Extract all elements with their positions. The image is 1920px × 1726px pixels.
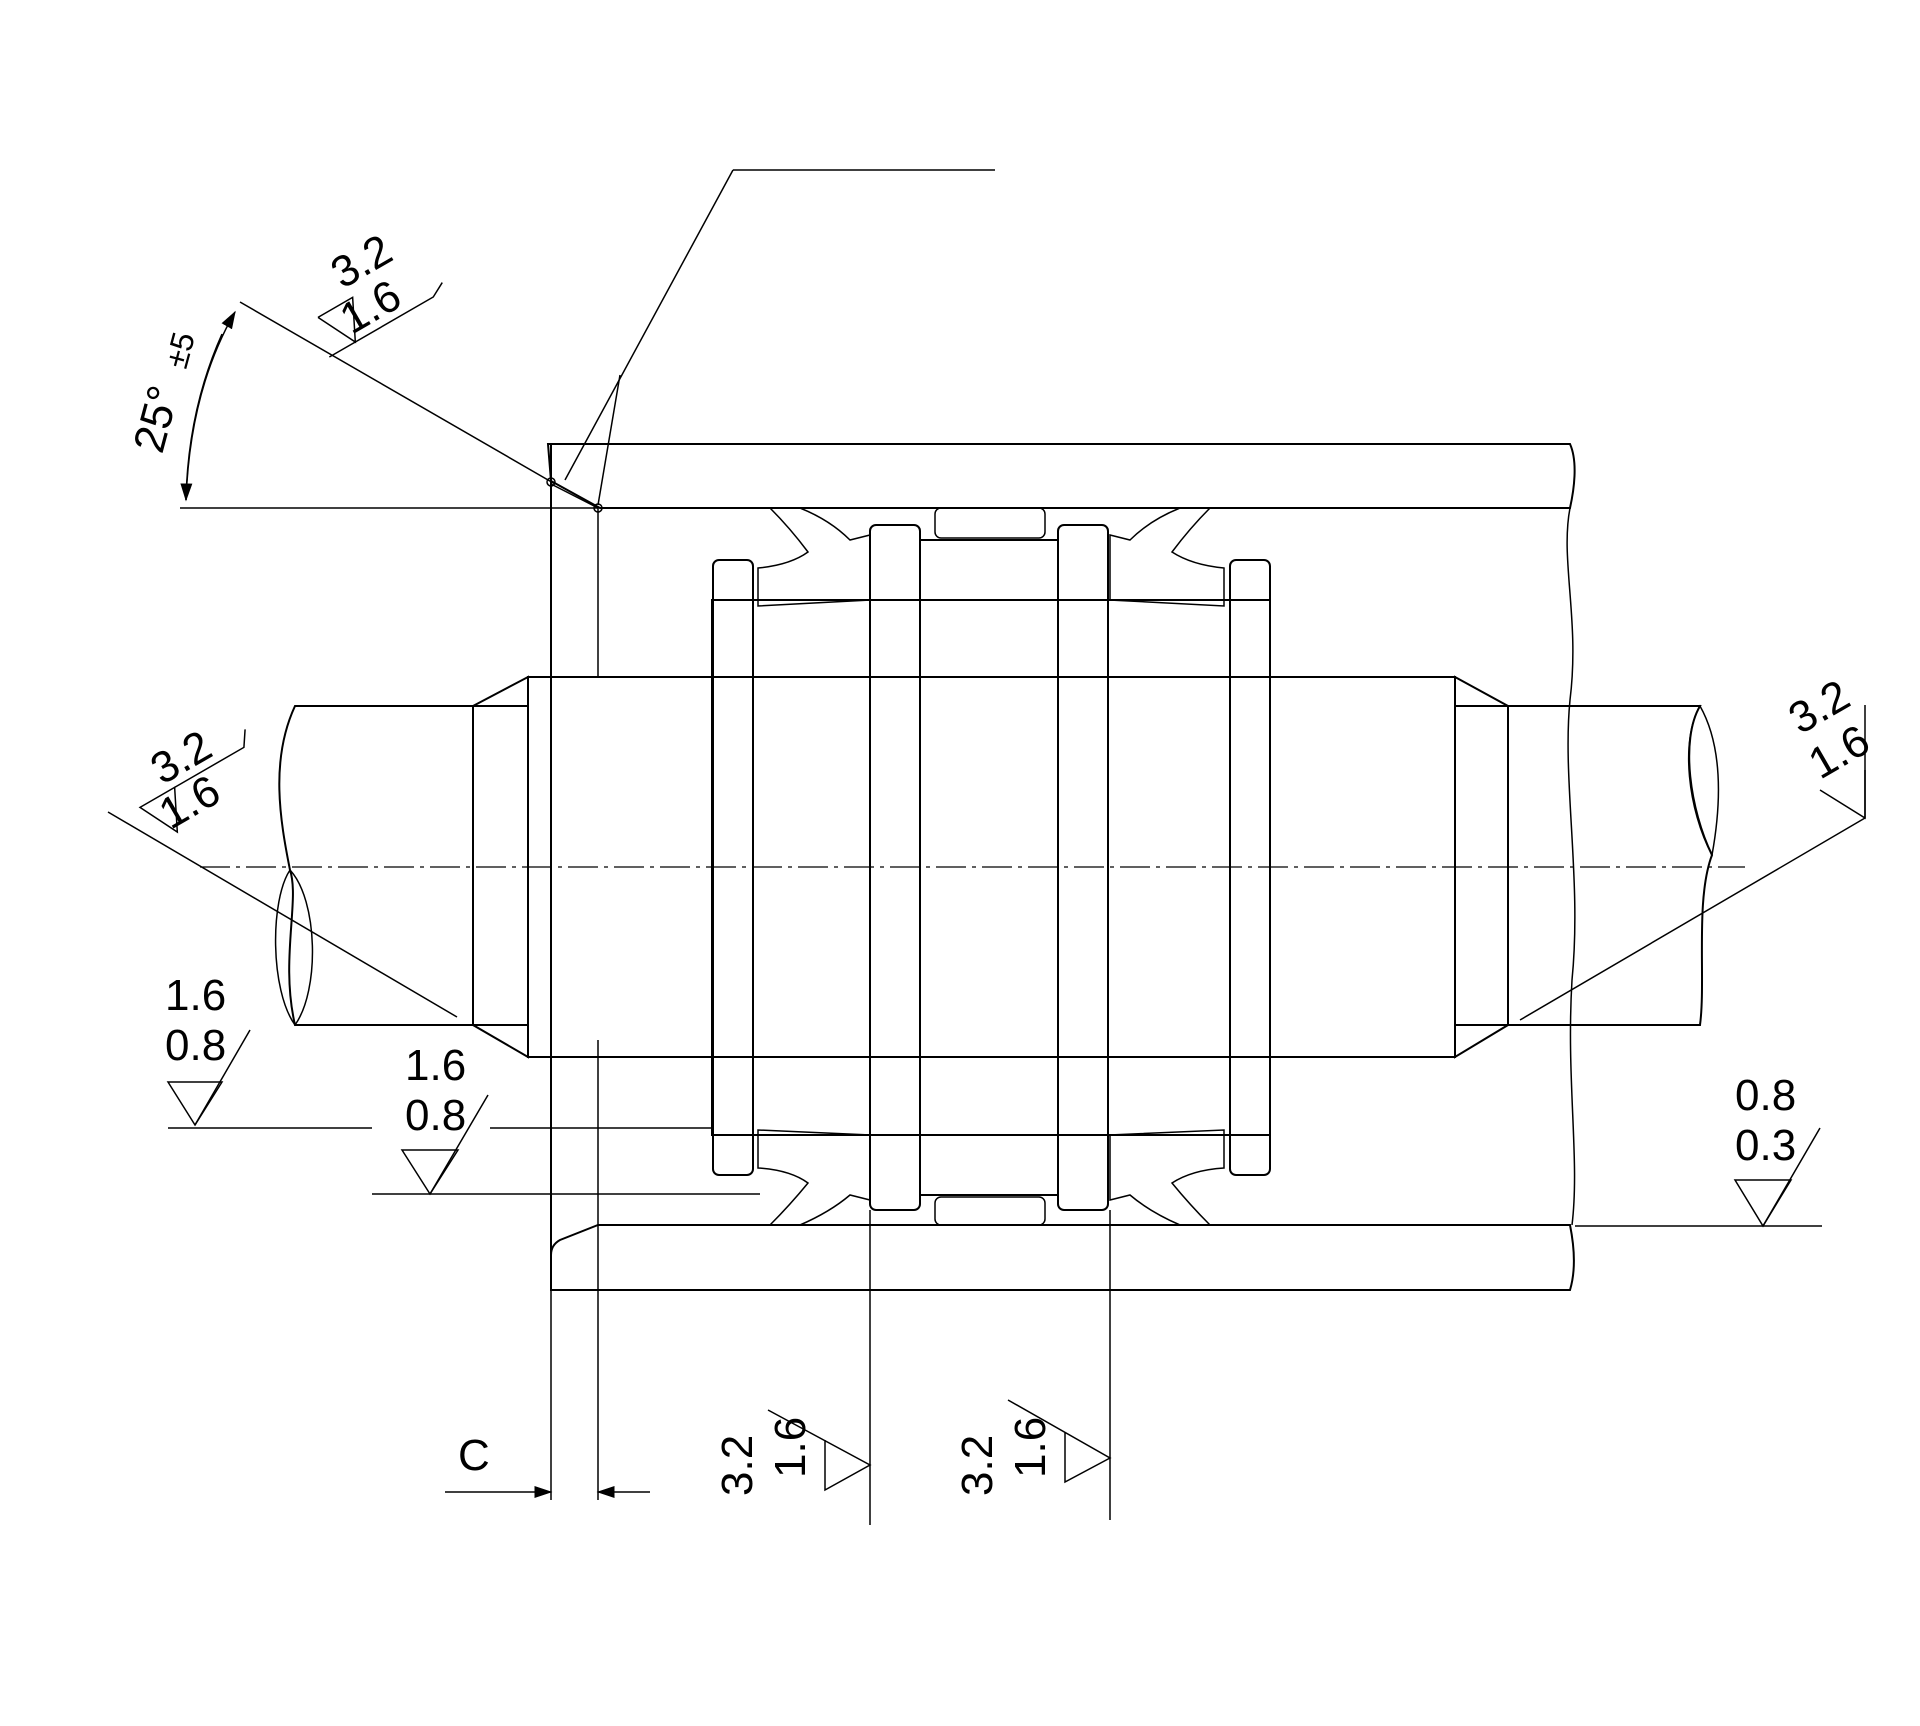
rod-right-step xyxy=(1454,705,1509,1026)
seal-top-center xyxy=(934,507,1046,539)
svg-text:0.3: 0.3 xyxy=(1735,1121,1796,1170)
seals xyxy=(757,507,1225,1226)
roughness-groove-flank-2: 3.2 1.6 xyxy=(953,1399,1112,1496)
svg-text:3.2: 3.2 xyxy=(953,1435,1002,1496)
svg-text:1.6: 1.6 xyxy=(165,971,226,1020)
groove-flank-extension-lines xyxy=(869,1210,1111,1525)
svg-text:0.8: 0.8 xyxy=(165,1021,226,1070)
seal-top-right xyxy=(1109,507,1225,607)
svg-text:1.6: 1.6 xyxy=(405,1041,466,1090)
cylinder-wall-top xyxy=(546,443,1576,509)
chamfer-leader xyxy=(564,169,995,506)
seal-bottom-center xyxy=(934,1196,1046,1226)
chamfer-length-label: C xyxy=(458,1431,490,1480)
chamfer-tolerance-label: ±5 xyxy=(158,328,202,371)
svg-text:0.8: 0.8 xyxy=(405,1091,466,1140)
cylinder-wall-bottom xyxy=(550,1224,1575,1291)
roughness-groove-flank-1: 3.2 1.6 xyxy=(713,1409,872,1496)
rod-right-section xyxy=(1687,704,1720,858)
roughness-rod-lower-left: 1.6 0.8 xyxy=(165,971,712,1129)
roughness-chamfer-face: 3.2 1.6 xyxy=(317,225,443,358)
roughness-bore-surface: 0.8 0.3 xyxy=(1575,1071,1822,1228)
seal-bottom-left xyxy=(757,1129,871,1226)
chamfer-length-dimension: C xyxy=(445,508,650,1500)
rod-left-step xyxy=(472,705,529,1026)
svg-text:1.6: 1.6 xyxy=(1006,1417,1055,1478)
seal-top-left xyxy=(757,507,871,607)
svg-text:1.6: 1.6 xyxy=(766,1417,815,1478)
chamfer-angle-label: 25° xyxy=(124,381,189,458)
rod-left-section xyxy=(274,868,314,1027)
seal-bottom-right xyxy=(1109,1129,1225,1226)
svg-text:3.2: 3.2 xyxy=(713,1435,762,1496)
roughness-groove-bottom: 1.6 0.8 xyxy=(372,1041,760,1196)
cylinder-break-line xyxy=(1566,507,1576,1226)
svg-text:0.8: 0.8 xyxy=(1735,1071,1796,1120)
